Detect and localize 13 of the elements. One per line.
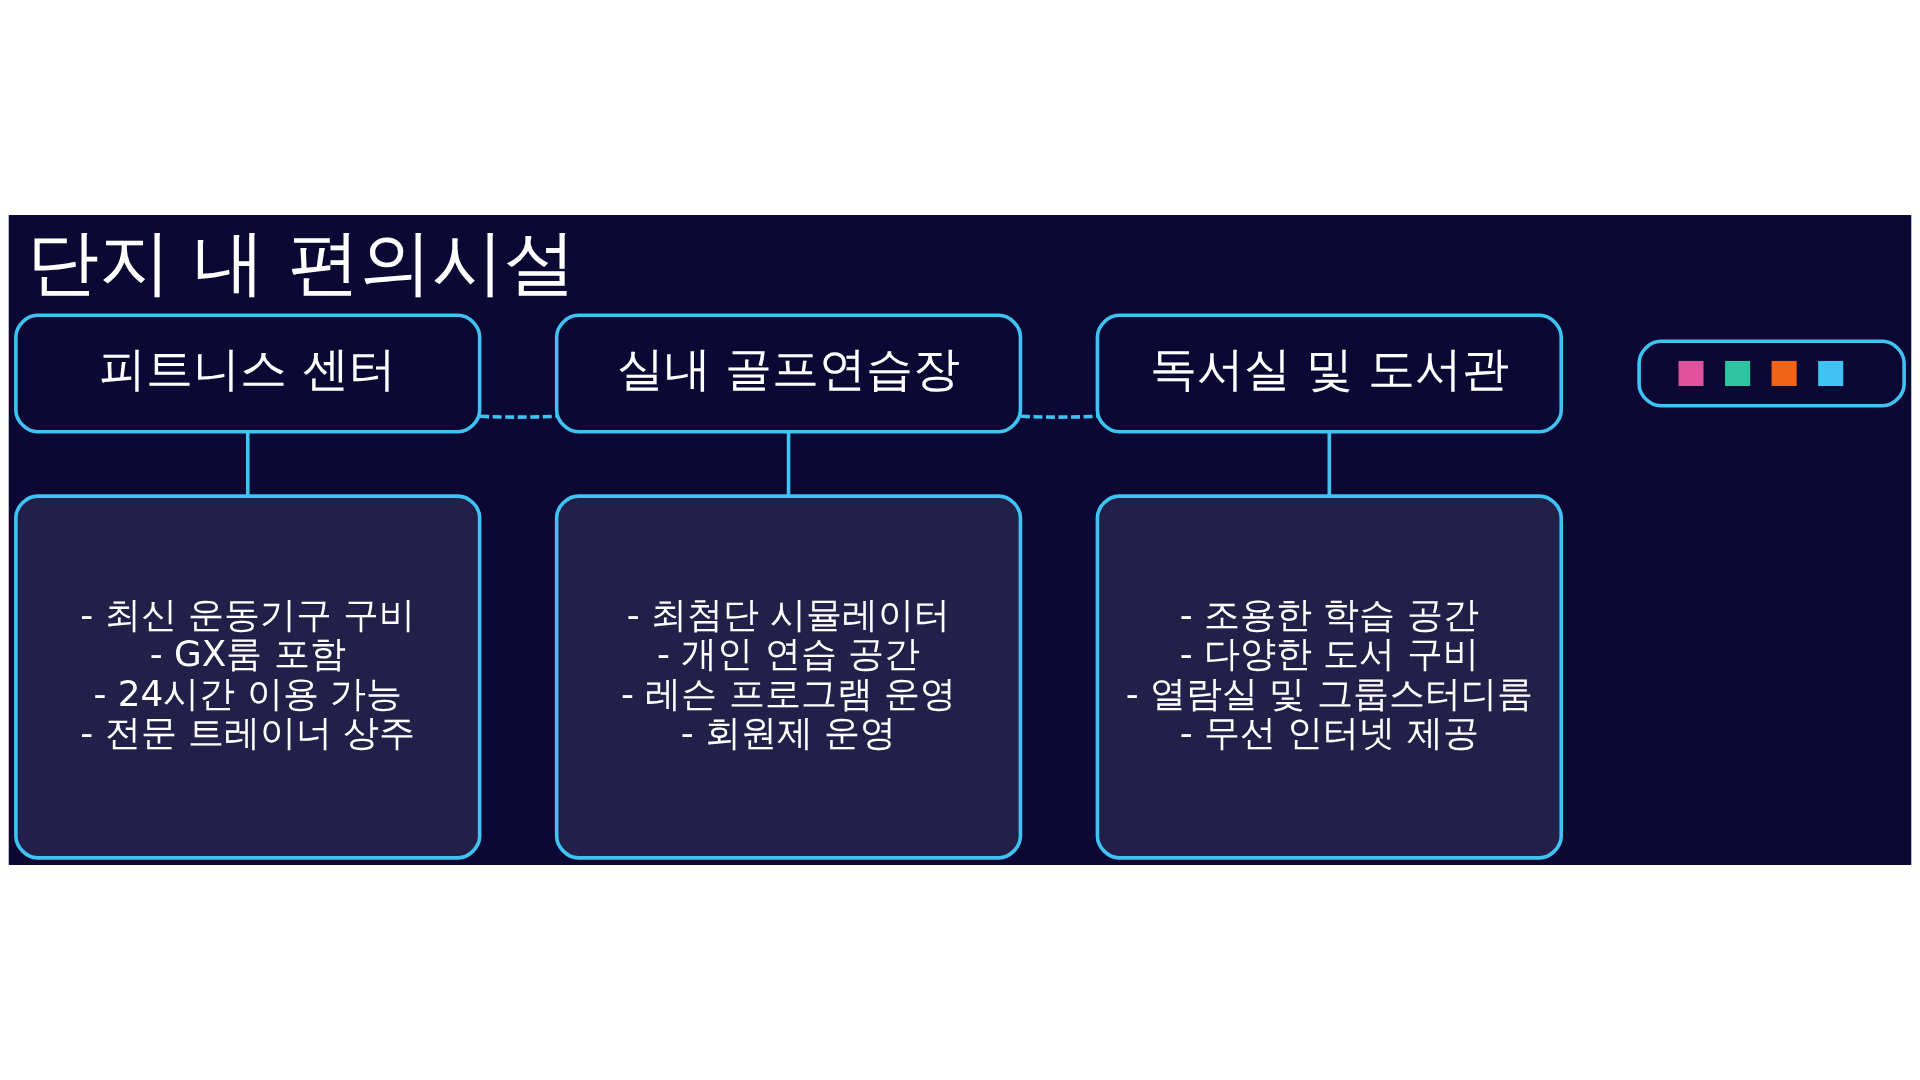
- node-box: 독서실 및 도서관: [1095, 313, 1563, 434]
- node-box: - 최신 운동기구 구비 - GX룸 포함 - 24시간 이용 가능 - 전문 트레이너 상주: [14, 494, 482, 860]
- node-box: 실내 골프연습장: [554, 313, 1023, 434]
- connector: [1020, 414, 1098, 419]
- connector: [246, 431, 250, 496]
- connector: [480, 414, 557, 419]
- node-box: 피트니스 센터: [14, 313, 482, 434]
- node-box: [1637, 339, 1906, 408]
- connector: [786, 431, 791, 496]
- connector: [1327, 431, 1332, 496]
- diagram-title: 단지 내 편의시설: [26, 220, 577, 304]
- node-box: - 조용한 학습 공간 - 다양한 도서 구비 - 열람실 및 그룹스터디룸 - 무선 인터넷 제공: [1095, 494, 1563, 860]
- node-box: - 최첨단 시뮬레이터 - 개인 연습 공간 - 레슨 프로그램 운영 - 회원제 운영: [554, 494, 1023, 860]
